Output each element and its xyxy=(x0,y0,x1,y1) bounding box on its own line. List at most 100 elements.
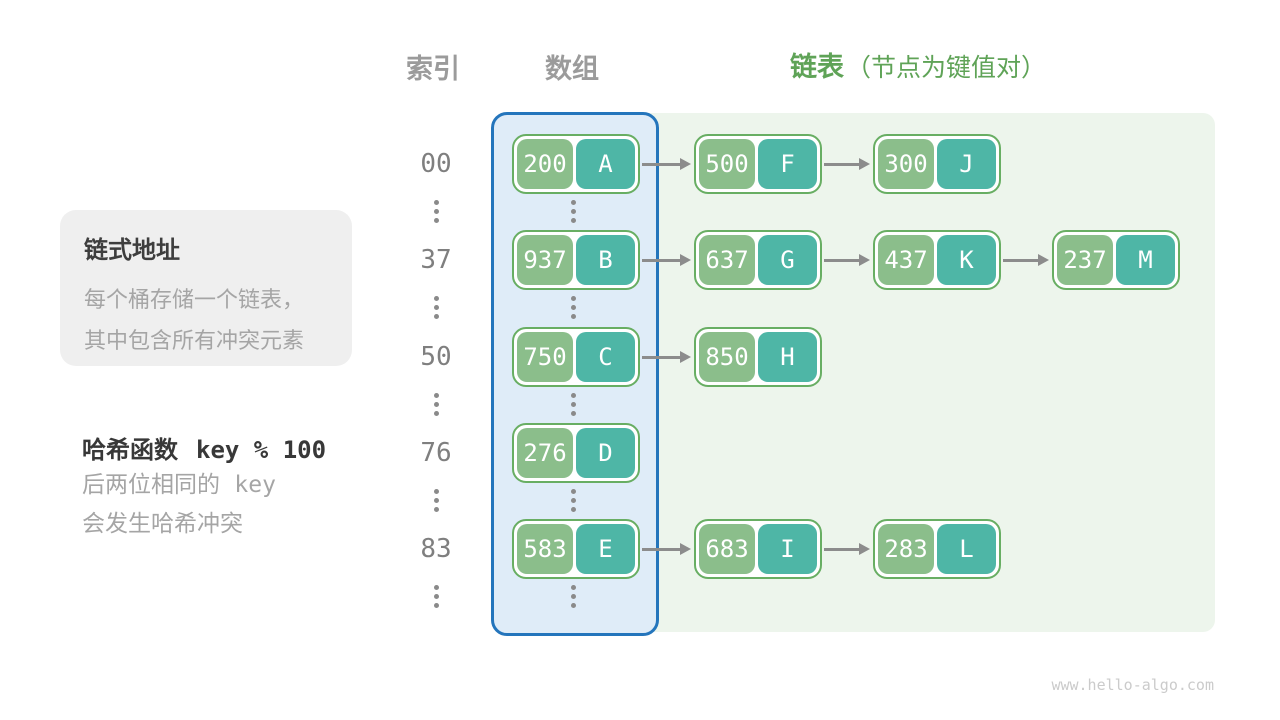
node-value: H xyxy=(758,332,817,382)
hash-function-note: 哈希函数 key % 100 后两位相同的 key 会发生哈希冲突 xyxy=(82,430,402,542)
ellipsis-dot xyxy=(433,489,439,494)
ellipsis-dot xyxy=(433,411,439,416)
next-pointer-arrow xyxy=(642,157,691,170)
list-header-note: （节点为键值对） xyxy=(846,54,1047,82)
hash-note-line1-text: 后两位相同的 xyxy=(82,471,220,497)
node-value: J xyxy=(937,139,996,189)
ellipsis-dot xyxy=(570,603,576,608)
ellipsis-dot xyxy=(570,305,576,310)
chaining-note-box: 链式地址 每个桶存储一个链表， 其中包含所有冲突元素 xyxy=(60,210,352,366)
next-pointer-arrow xyxy=(824,542,870,555)
node-key: 583 xyxy=(517,524,573,574)
ellipsis xyxy=(569,391,577,418)
node-key: 283 xyxy=(878,524,934,574)
hash-function-title: 哈希函数 key % 100 xyxy=(82,430,402,465)
ellipsis-dot xyxy=(433,402,439,407)
ellipsis-dot xyxy=(433,218,439,223)
node-value: A xyxy=(576,139,635,189)
ellipsis xyxy=(432,487,440,514)
ellipsis-dot xyxy=(433,603,439,608)
ellipsis-dot xyxy=(570,296,576,301)
next-pointer-arrow xyxy=(824,157,870,170)
index-column-header: 索引 xyxy=(406,54,460,84)
bucket-index: 37 xyxy=(420,245,452,275)
next-pointer-arrow xyxy=(642,253,691,266)
ellipsis-dot xyxy=(570,594,576,599)
node-value: G xyxy=(758,235,817,285)
node-key: 237 xyxy=(1057,235,1113,285)
hash-function-formula: key % 100 xyxy=(196,436,327,464)
ellipsis xyxy=(569,294,577,321)
ellipsis xyxy=(569,583,577,610)
ellipsis-dot xyxy=(570,209,576,214)
array-column-header: 数组 xyxy=(545,54,599,84)
node-value: F xyxy=(758,139,817,189)
next-pointer-arrow xyxy=(642,542,691,555)
ellipsis-dot xyxy=(433,200,439,205)
node-key: 850 xyxy=(699,332,755,382)
ellipsis-dot xyxy=(433,585,439,590)
ellipsis-dot xyxy=(433,209,439,214)
ellipsis-dot xyxy=(433,498,439,503)
ellipsis-dot xyxy=(433,594,439,599)
node-value: E xyxy=(576,524,635,574)
hash-note-line: 后两位相同的 key xyxy=(82,465,402,504)
ellipsis xyxy=(432,391,440,418)
node-value: C xyxy=(576,332,635,382)
ellipsis-dot xyxy=(570,411,576,416)
hash-function-label: 哈希函数 xyxy=(82,437,178,464)
watermark: www.hello-algo.com xyxy=(1051,676,1214,694)
list-header-label: 链表 xyxy=(790,52,844,82)
ellipsis xyxy=(569,198,577,225)
ellipsis-dot xyxy=(433,393,439,398)
hash-note-line1-keyword: key xyxy=(234,472,276,498)
chaining-note-title: 链式地址 xyxy=(84,237,180,264)
node-value: D xyxy=(576,428,635,478)
ellipsis-dot xyxy=(570,314,576,319)
node-key: 750 xyxy=(517,332,573,382)
chaining-note-line: 其中包含所有冲突元素 xyxy=(84,328,305,353)
node-key: 276 xyxy=(517,428,573,478)
next-pointer-arrow xyxy=(642,350,691,363)
node-value: I xyxy=(758,524,817,574)
node-key: 437 xyxy=(878,235,934,285)
ellipsis-dot xyxy=(570,585,576,590)
ellipsis-dot xyxy=(570,498,576,503)
bucket-index: 83 xyxy=(420,534,452,564)
ellipsis-dot xyxy=(433,507,439,512)
node-value: B xyxy=(576,235,635,285)
ellipsis-dot xyxy=(433,314,439,319)
bucket-index: 76 xyxy=(420,438,452,468)
ellipsis-dot xyxy=(433,305,439,310)
node-key: 683 xyxy=(699,524,755,574)
node-key: 500 xyxy=(699,139,755,189)
node-key: 637 xyxy=(699,235,755,285)
ellipsis-dot xyxy=(570,489,576,494)
ellipsis xyxy=(432,198,440,225)
bucket-index: 50 xyxy=(420,342,452,372)
ellipsis-dot xyxy=(433,296,439,301)
chaining-note-line: 每个桶存储一个链表， xyxy=(84,287,305,312)
node-value: L xyxy=(937,524,996,574)
ellipsis-dot xyxy=(570,402,576,407)
bucket-index: 00 xyxy=(420,149,452,179)
next-pointer-arrow xyxy=(824,253,870,266)
ellipsis xyxy=(432,294,440,321)
next-pointer-arrow xyxy=(1003,253,1049,266)
node-key: 937 xyxy=(517,235,573,285)
node-value: K xyxy=(937,235,996,285)
ellipsis-dot xyxy=(570,218,576,223)
ellipsis xyxy=(432,583,440,610)
